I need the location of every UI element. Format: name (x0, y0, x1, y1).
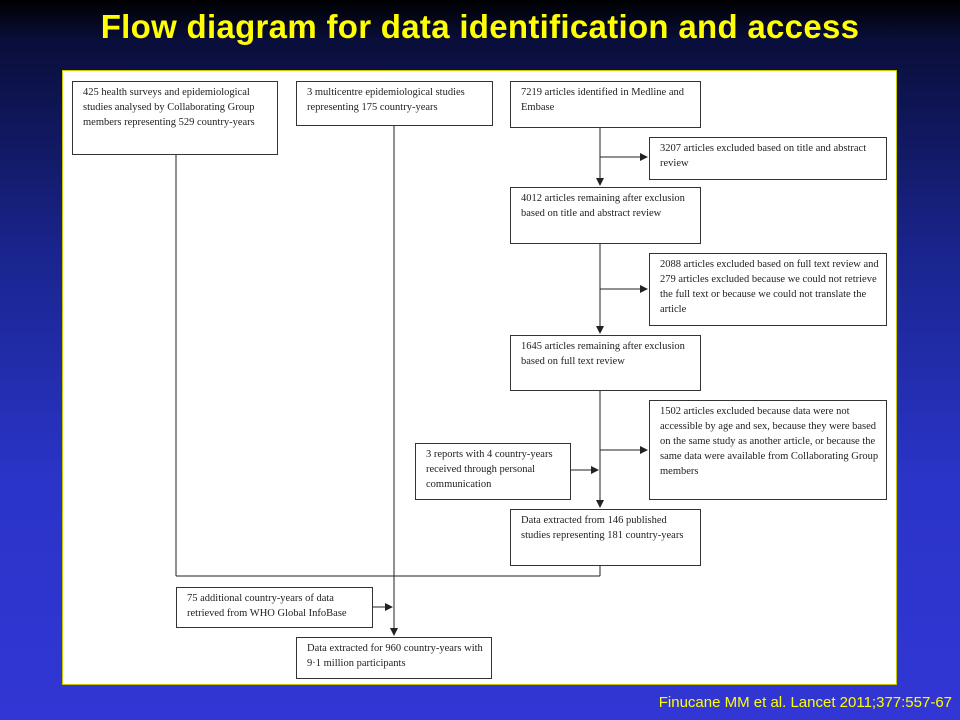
box-extracted-published: Data extracted from 146 published studie… (510, 509, 701, 566)
box-final-data-text: Data extracted for 960 country-years wit… (307, 643, 483, 669)
box-health-surveys: 425 health surveys and epidemiological s… (72, 81, 278, 155)
box-excluded-title-text: 3207 articles excluded based on title an… (660, 143, 867, 169)
box-medline-text: 7219 articles identified in Medline and … (521, 87, 684, 113)
box-multicentre-text: 3 multicentre epidemiological studies re… (307, 87, 465, 113)
box-extracted-published-text: Data extracted from 146 published studie… (521, 515, 684, 541)
box-personal-communication: 3 reports with 4 country-years received … (415, 443, 571, 500)
slide-title: Flow diagram for data identification and… (100, 8, 860, 45)
box-who-infobase-text: 75 additional country-years of data retr… (187, 593, 347, 619)
box-final-data: Data extracted for 960 country-years wit… (296, 637, 492, 679)
box-medline: 7219 articles identified in Medline and … (510, 81, 701, 128)
box-remaining-title: 4012 articles remaining after exclusion … (510, 187, 701, 244)
box-remaining-title-text: 4012 articles remaining after exclusion … (521, 193, 685, 219)
box-who-infobase: 75 additional country-years of data retr… (176, 587, 373, 628)
flow-diagram-panel: 425 health surveys and epidemiological s… (62, 70, 897, 685)
box-excluded-fulltext-text: 2088 articles excluded based on full tex… (660, 259, 879, 315)
box-excluded-access: 1502 articles excluded because data were… (649, 400, 887, 500)
box-excluded-title: 3207 articles excluded based on title an… (649, 137, 887, 180)
box-remaining-fulltext-text: 1645 articles remaining after exclusion … (521, 341, 685, 367)
box-excluded-access-text: 1502 articles excluded because data were… (660, 406, 879, 477)
connector-lines (175, 126, 648, 636)
box-health-surveys-text: 425 health surveys and epidemiological s… (83, 87, 255, 128)
box-excluded-fulltext: 2088 articles excluded based on full tex… (649, 253, 887, 326)
box-personal-communication-text: 3 reports with 4 country-years received … (426, 449, 553, 490)
citation: Finucane MM et al. Lancet 2011;377:557-6… (658, 694, 952, 711)
box-remaining-fulltext: 1645 articles remaining after exclusion … (510, 335, 701, 391)
box-multicentre: 3 multicentre epidemiological studies re… (296, 81, 493, 126)
